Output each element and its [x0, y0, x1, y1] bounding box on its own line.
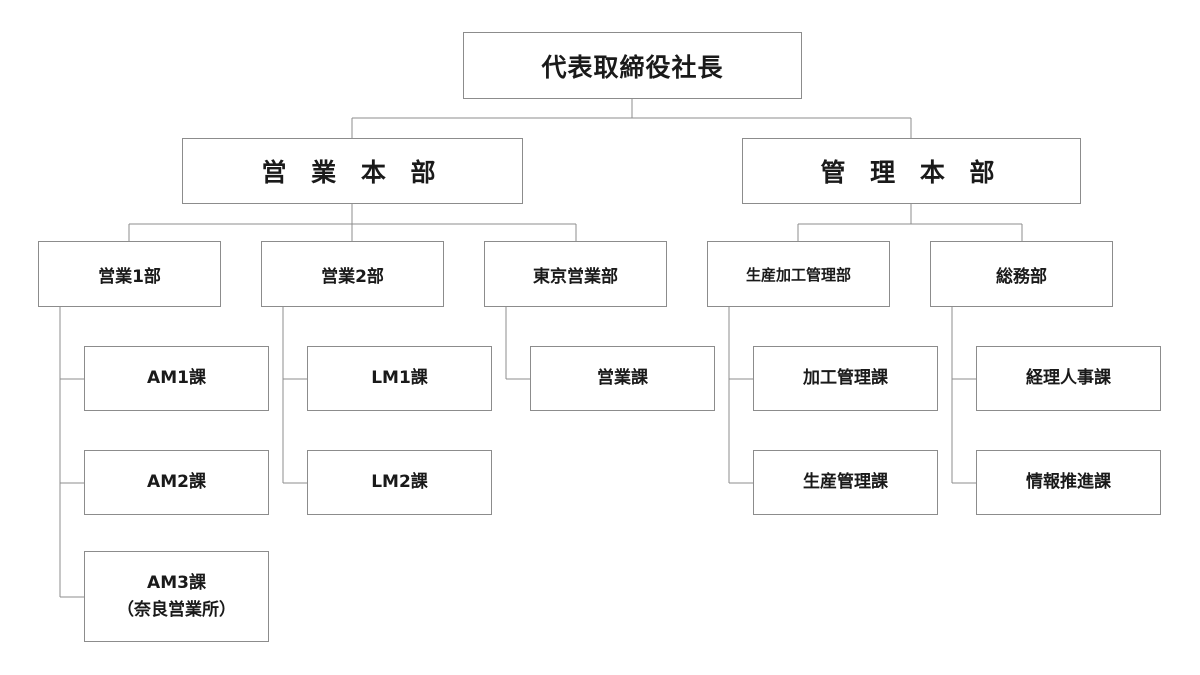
section-am1-box: AM1課	[84, 346, 269, 411]
dept-general-affairs-box: 総務部	[930, 241, 1113, 307]
section-accounting-hr-box: 経理人事課	[976, 346, 1161, 411]
section-processing-mgmt-box: 加工管理課	[753, 346, 938, 411]
dept-sales2-box: 営業2部	[261, 241, 444, 307]
section-info-promotion-box: 情報推進課	[976, 450, 1161, 515]
dept-tokyo-sales-box: 東京営業部	[484, 241, 667, 307]
section-lm1-box: LM1課	[307, 346, 492, 411]
section-sales-box: 営業課	[530, 346, 715, 411]
section-am3-box: AM3課 （奈良営業所）	[84, 551, 269, 642]
dept-sales1-box: 営業1部	[38, 241, 221, 307]
section-am2-box: AM2課	[84, 450, 269, 515]
section-lm2-box: LM2課	[307, 450, 492, 515]
division-admin-box: 管 理 本 部	[742, 138, 1081, 204]
division-sales-box: 営 業 本 部	[182, 138, 523, 204]
ceo-box: 代表取締役社長	[463, 32, 802, 99]
dept-production-box: 生産加工管理部	[707, 241, 890, 307]
section-production-mgmt-box: 生産管理課	[753, 450, 938, 515]
